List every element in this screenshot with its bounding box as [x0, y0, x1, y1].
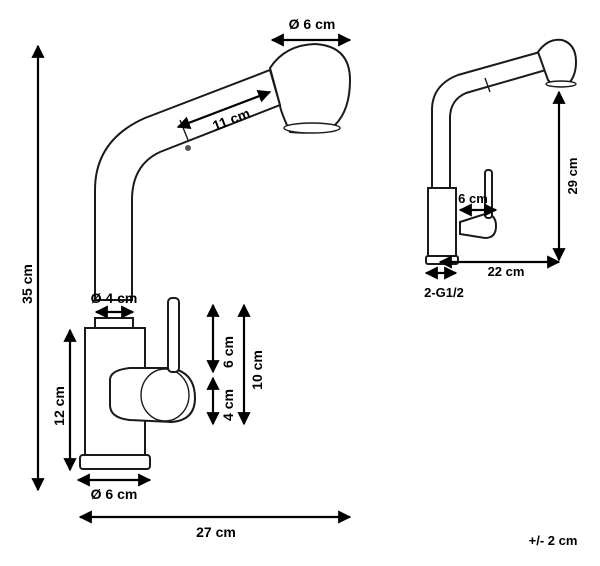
- dim-lever-upper-label: 6 cm: [220, 336, 236, 368]
- dim-connection-label: 2-G1/2: [424, 285, 464, 300]
- left-faucet-lever-face: [140, 368, 190, 422]
- dim-total-height-label: 35 cm: [19, 264, 35, 304]
- left-faucet-spray-face: [283, 122, 341, 134]
- left-faucet-base: [79, 454, 151, 470]
- right-dimensions: 6 cm 29 cm 22 cm 2-G1/2: [424, 90, 580, 300]
- left-faucet-spray-head: [268, 42, 352, 134]
- tolerance-note: +/- 2 cm: [529, 533, 578, 548]
- right-faucet-drawing: [425, 38, 578, 265]
- dim-spout-length-line: [176, 90, 272, 129]
- right-faucet-spray-face: [545, 80, 577, 88]
- dim-spray-head-label: Ø 6 cm: [289, 16, 336, 32]
- dim-lever-lower-label: 4 cm: [220, 389, 236, 421]
- dim-right-height-label: 29 cm: [565, 158, 580, 195]
- right-faucet-spout-joint: [484, 77, 491, 93]
- right-faucet-spray-head: [536, 38, 578, 88]
- dim-total-width-label: 27 cm: [196, 524, 236, 540]
- left-faucet-lever-rod: [167, 297, 180, 373]
- right-faucet-body: [427, 187, 457, 257]
- dim-base-height-label: 12 cm: [51, 386, 67, 426]
- left-faucet-spout: [94, 68, 282, 301]
- dim-right-lever-label: 6 cm: [458, 191, 488, 206]
- left-faucet-drawing: [79, 42, 352, 470]
- left-faucet-spout-button: [185, 145, 191, 151]
- dim-right-reach-label: 22 cm: [488, 264, 525, 279]
- dim-stem-label: Ø 4 cm: [91, 290, 138, 306]
- dim-body-label: 10 cm: [249, 350, 265, 390]
- dim-base-diameter-label: Ø 6 cm: [91, 486, 138, 502]
